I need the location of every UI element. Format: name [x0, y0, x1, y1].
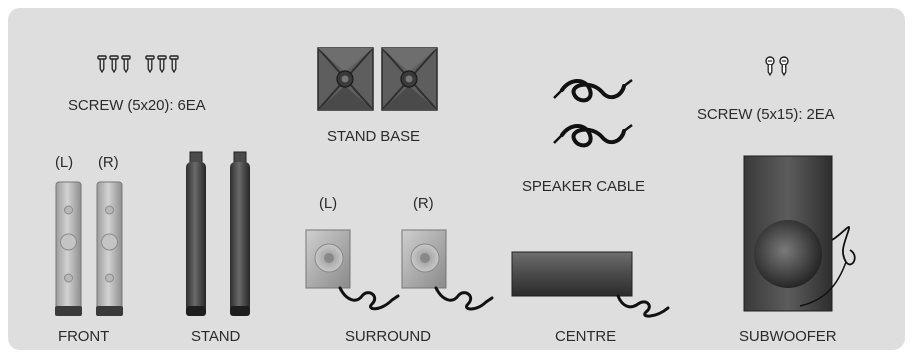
- front-left-label: (L): [55, 154, 74, 171]
- stand-base-icon: [317, 47, 438, 111]
- front-speaker-right-icon: [96, 181, 123, 316]
- stand-base-label: STAND BASE: [327, 128, 420, 145]
- centre-speaker-icon: [511, 251, 670, 318]
- speaker-cable-label: SPEAKER CABLE: [522, 178, 645, 195]
- subwoofer-icon: [743, 155, 856, 312]
- speaker-cable-icon: [552, 78, 634, 148]
- screw-5x20-icon: [97, 55, 179, 73]
- surround-speaker-right-icon: [401, 229, 494, 311]
- front-label: FRONT: [58, 328, 110, 345]
- screw-5x20-label: SCREW (5x20): 6EA: [68, 97, 206, 114]
- stand-right-icon: [230, 151, 250, 316]
- centre-label: CENTRE: [555, 328, 617, 345]
- surround-label: SURROUND: [345, 328, 431, 345]
- screw-5x15-label: SCREW (5x15): 2EA: [697, 106, 835, 123]
- stand-label: STAND: [191, 328, 241, 345]
- screw-5x15-icon: [765, 56, 789, 76]
- surround-speaker-left-icon: [305, 229, 400, 311]
- surround-left-label: (L): [319, 195, 338, 212]
- front-right-label: (R): [98, 154, 119, 171]
- stand-left-icon: [186, 151, 206, 316]
- surround-right-label: (R): [413, 195, 434, 212]
- front-speaker-left-icon: [55, 181, 82, 316]
- subwoofer-label: SUBWOOFER: [739, 328, 837, 345]
